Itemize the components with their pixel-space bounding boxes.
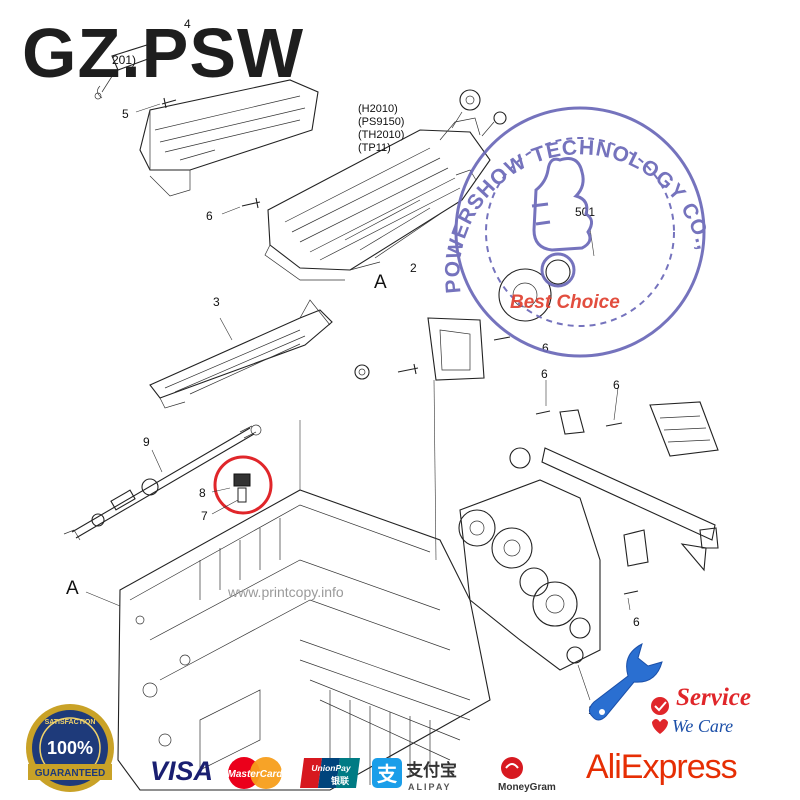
callout-8: 8 (199, 486, 206, 500)
badge-ribbon: GUARANTEED (35, 768, 106, 779)
stamp-best-choice: Best Choice (510, 292, 620, 313)
part-gear-assembly-1 (458, 479, 601, 701)
callout-6-bracket-a: 6 (541, 367, 548, 381)
thumbs-up-icon (531, 157, 593, 252)
idler-gear (354, 364, 370, 380)
callout-6-frame: 6 (206, 209, 213, 223)
badge-top-text: SATISFACTION (45, 719, 96, 726)
model-line-3: (TH2010) (358, 129, 404, 141)
part-right-rail (509, 380, 719, 611)
callout-201: 201) (112, 53, 136, 67)
callout-2: 2 (410, 261, 417, 275)
part-shaft-9 (63, 424, 262, 541)
callout-3: 3 (213, 295, 220, 309)
visa-logo: VISA (150, 756, 214, 786)
brand-logo: GZ.PSW (22, 14, 305, 92)
alipay-text: ALIPAY (408, 782, 452, 792)
moneygram-text: MoneyGram (498, 782, 556, 793)
mastercard-text: MasterCard (227, 769, 283, 780)
wrench-icon (588, 643, 669, 734)
svg-text:支: 支 (377, 762, 398, 786)
callout-A-frame: A (374, 272, 387, 293)
part-side-plate (397, 227, 595, 381)
model-line-1: (H2010) (358, 103, 398, 115)
aliexpress-logo: AliExpress (586, 748, 738, 786)
moneygram-logo: MoneyGram (494, 754, 564, 794)
part-main-chassis (85, 379, 491, 791)
callout-5: 5 (122, 107, 129, 121)
callout-9: 9 (143, 435, 150, 449)
part-guide-top (94, 43, 319, 197)
highlight-circle (213, 455, 273, 515)
callout-6-bracket-b: 6 (613, 378, 620, 392)
callout-4: 4 (184, 17, 191, 31)
model-list: (H2010) (PS9150) (TH2010) (TP11) (358, 103, 404, 154)
badge-percent: 100% (47, 738, 93, 758)
mastercard-logo: MasterCard (218, 756, 292, 790)
unionpay-logo: UnionPay 银联 (300, 756, 362, 790)
screw-6-frame (221, 197, 261, 215)
screw-5 (135, 97, 177, 113)
part-guide-3 (149, 299, 333, 409)
service-line-1: Service (676, 684, 751, 711)
unionpay-text: UnionPay (311, 763, 351, 773)
unionpay-cn-text: 银联 (331, 775, 350, 787)
watermark-text: www.printcopy.info (228, 584, 344, 600)
model-line-4: (TP11) (358, 142, 391, 154)
satisfaction-badge: SATISFACTION 100% GUARANTEED (26, 704, 114, 792)
callout-7: 7 (201, 509, 208, 523)
part-8-highlighted (211, 455, 273, 515)
alipay-logo: 支 支付宝 ALIPAY (372, 754, 468, 794)
part-frame-2 (264, 89, 507, 281)
callout-6-gear: 6 (633, 615, 640, 629)
callout-6-plate: 6 (542, 341, 549, 355)
alipay-cn-text: 支付宝 (406, 760, 457, 781)
model-line-2: (PS9150) (358, 116, 404, 128)
service-line-2: We Care (672, 716, 734, 736)
callout-A-chassis: A (66, 578, 79, 599)
